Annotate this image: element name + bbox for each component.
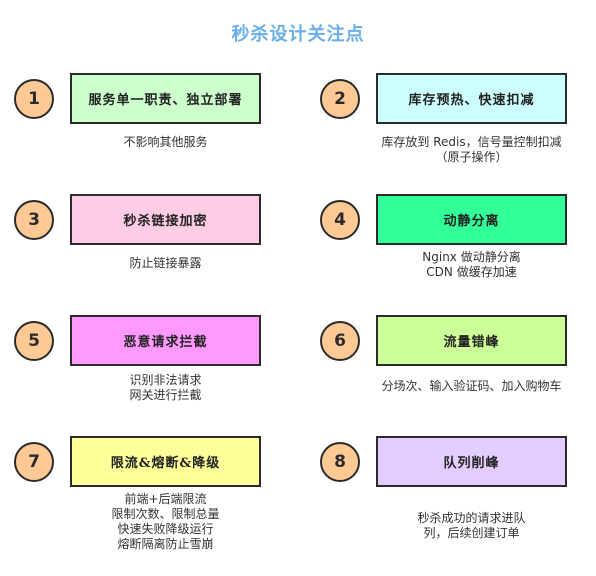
concern-box: 限流&熔断&降级: [70, 436, 261, 487]
item-1: 1 服务单一职责、独立部署 不影响其他服务: [0, 73, 298, 213]
item-2: 2 库存预热、快速扣减 库存放到 Redis，信号量控制扣减 （原子操作）: [306, 73, 596, 213]
concern-description: 分场次、输入验证码、加入购物车: [376, 379, 567, 394]
concern-description: 不影响其他服务: [70, 135, 261, 150]
description-line: Nginx 做动静分离: [422, 250, 521, 264]
page-title: 秒杀设计关注点: [231, 24, 365, 45]
description-line: 网关进行拦截: [129, 388, 202, 402]
description-line: 防止链接暴露: [129, 256, 202, 270]
description-line: 快速失败降级运行: [117, 522, 214, 536]
item-5: 5 恶意请求拦截 识别非法请求 网关进行拦截: [0, 315, 298, 455]
concern-box: 库存预热、快速扣减: [376, 73, 567, 124]
concern-description: 识别非法请求 网关进行拦截: [70, 373, 261, 403]
description-line: 限制次数、限制总量: [111, 507, 220, 521]
description-line: 前端+后端限流: [124, 492, 207, 506]
description-line: 不影响其他服务: [123, 135, 208, 149]
description-line: 库存放到 Redis，信号量控制扣减: [381, 135, 562, 149]
concern-box: 动静分离: [376, 194, 567, 245]
description-line: （原子操作）: [435, 150, 508, 164]
description-line: 识别非法请求: [129, 373, 202, 387]
description-line: 分场次、输入验证码、加入购物车: [381, 379, 562, 393]
concern-box: 队列削峰: [376, 436, 567, 487]
concern-description: 库存放到 Redis，信号量控制扣减 （原子操作）: [376, 135, 567, 165]
concern-box: 秒杀链接加密: [70, 194, 261, 245]
description-line: CDN 做缓存加速: [426, 265, 517, 279]
description-line: 秒杀成功的请求进队: [417, 511, 526, 525]
step-number-circle: 8: [320, 442, 360, 482]
concern-box: 服务单一职责、独立部署: [70, 73, 261, 124]
step-number-circle: 6: [320, 321, 360, 361]
item-4: 4 动静分离 Nginx 做动静分离 CDN 做缓存加速: [306, 194, 596, 334]
item-3: 3 秒杀链接加密 防止链接暴露: [0, 194, 298, 334]
concern-description: 秒杀成功的请求进队 列，后续创建订单: [376, 511, 567, 541]
item-7: 7 限流&熔断&降级 前端+后端限流 限制次数、限制总量 快速失败降级运行 熔断…: [0, 436, 298, 576]
step-number-circle: 2: [320, 79, 360, 119]
concern-description: Nginx 做动静分离 CDN 做缓存加速: [376, 250, 567, 280]
step-number-circle: 7: [14, 442, 54, 482]
step-number-circle: 1: [14, 79, 54, 119]
step-number-circle: 5: [14, 321, 54, 361]
step-number-circle: 3: [14, 200, 54, 240]
item-8: 8 队列削峰 秒杀成功的请求进队 列，后续创建订单: [306, 436, 596, 576]
step-number-circle: 4: [320, 200, 360, 240]
description-line: 熔断隔离防止雪崩: [117, 537, 214, 551]
description-line: 列，后续创建订单: [423, 526, 520, 540]
concern-box: 恶意请求拦截: [70, 315, 261, 366]
concern-description: 前端+后端限流 限制次数、限制总量 快速失败降级运行 熔断隔离防止雪崩: [70, 492, 261, 552]
concern-box: 流量错峰: [376, 315, 567, 366]
item-6: 6 流量错峰 分场次、输入验证码、加入购物车: [306, 315, 596, 455]
concern-description: 防止链接暴露: [70, 256, 261, 271]
